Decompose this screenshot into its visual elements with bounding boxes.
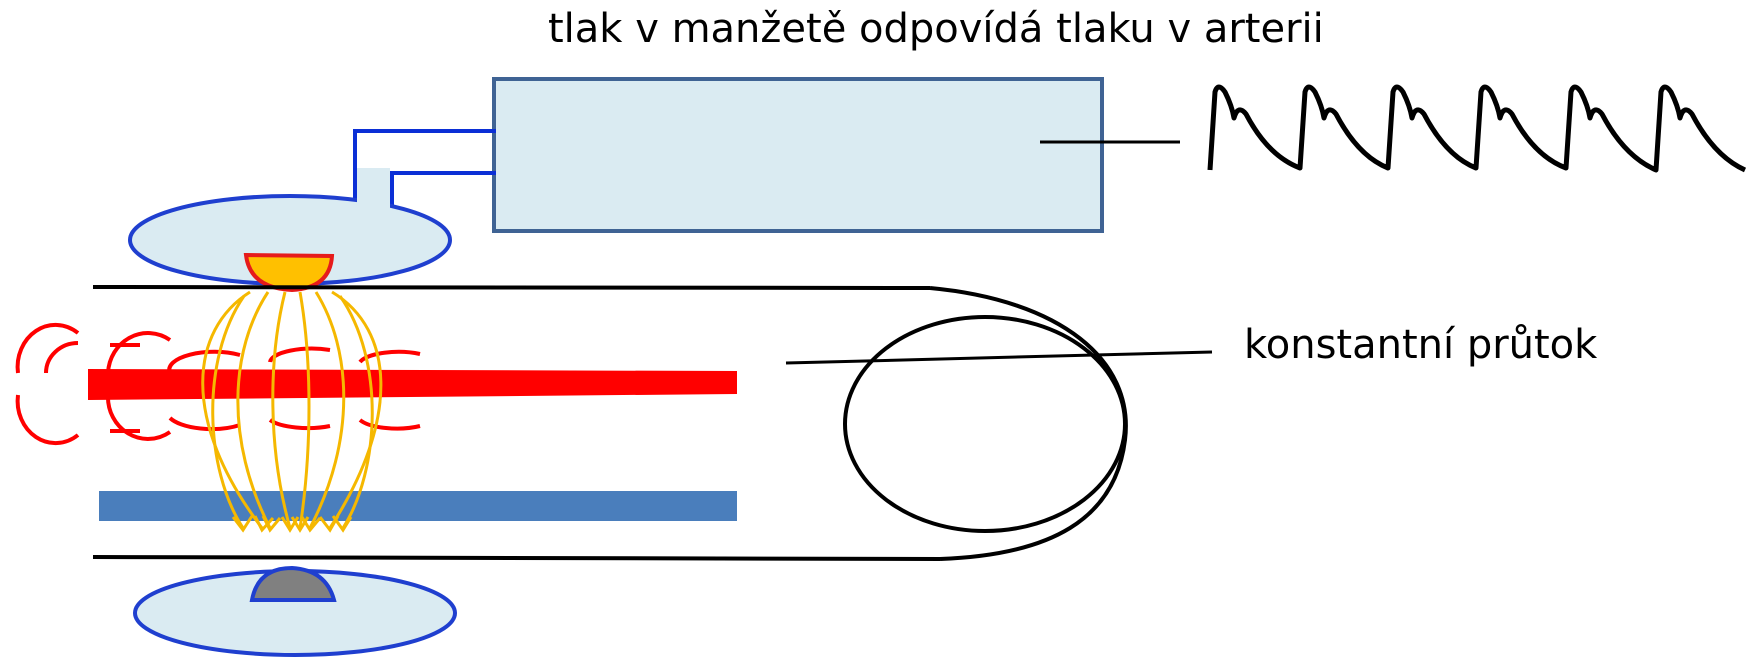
pulse-waveform xyxy=(1207,84,1747,173)
light-arrowheads xyxy=(231,515,353,533)
diagram-title: tlak v manžetě odpovídá tlaku v arterii xyxy=(548,6,1324,52)
pressure-chamber xyxy=(492,77,1104,233)
artery xyxy=(88,369,737,400)
flow-leader-line xyxy=(785,350,1213,365)
flow-label: konstantní průtok xyxy=(1244,322,1598,368)
vein xyxy=(99,491,737,521)
connecting-tube xyxy=(353,129,496,206)
tube-neck xyxy=(357,168,390,208)
light-field-lines xyxy=(201,290,383,529)
light-source xyxy=(243,252,335,293)
photodetector xyxy=(249,565,337,602)
finger-cross-section xyxy=(843,315,1127,533)
